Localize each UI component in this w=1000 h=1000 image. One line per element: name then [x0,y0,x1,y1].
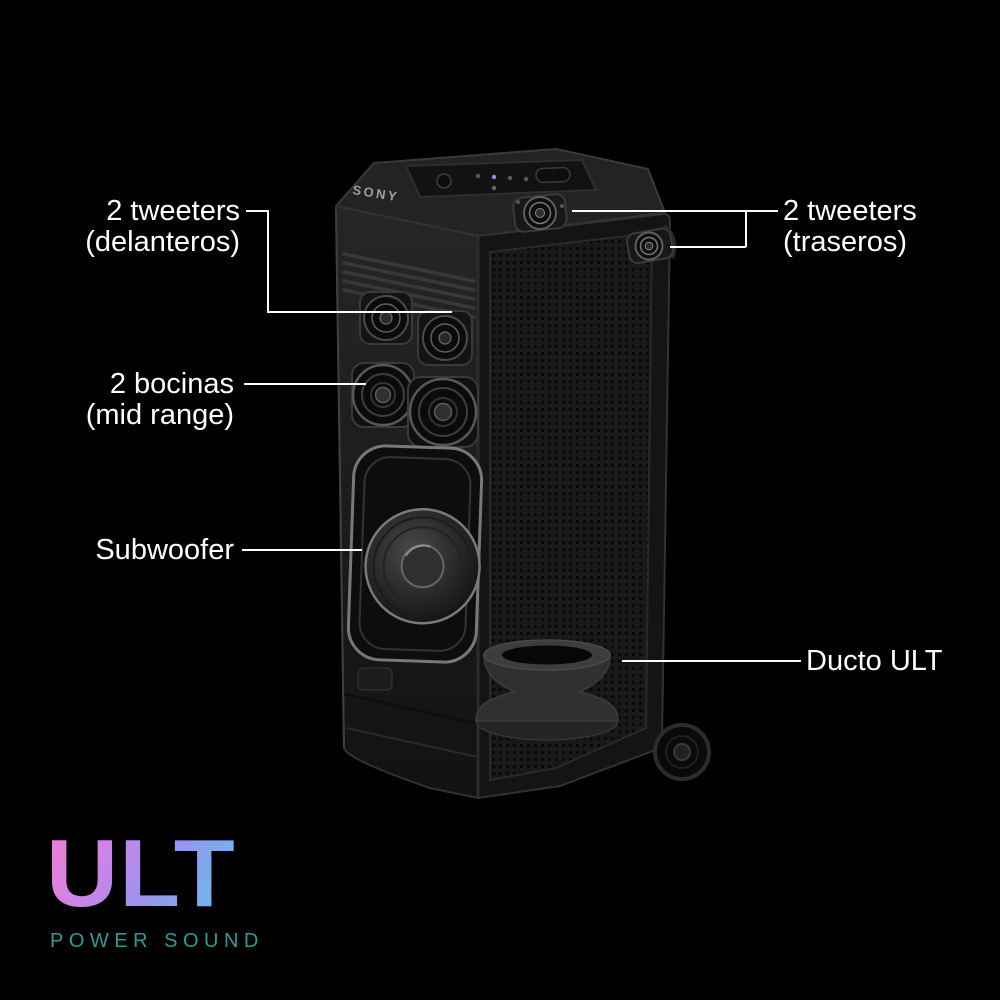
callout-front-tweeters-line1: 2 tweeters [106,195,240,227]
front-tweeters-line [246,210,452,313]
front-tweeter-1 [359,291,413,345]
front-base-button [357,667,393,691]
callout-subwoofer-label: Subwoofer [95,534,234,566]
top-control-buttons [436,166,571,191]
midrange-driver-2 [407,376,479,448]
callout-lines [242,210,801,662]
midrange-driver-1 [351,362,415,428]
ult-logo-subtitle: POWER SOUND [50,930,264,952]
ult-logo-title: ULT [46,826,273,922]
wheel [653,723,711,781]
speaker-top-cap: SONY [335,148,666,237]
rear-tweeter-1 [512,193,568,233]
callout-ult-duct-label: Ducto ULT [806,645,943,677]
callout-rear-tweeters-line1: 2 tweeters [783,195,917,227]
ult-duct [475,639,619,741]
callout-subwoofer: Subwoofer [28,535,234,566]
callout-mid-range: 2 bocinas (mid range) [28,369,234,431]
callout-front-tweeters-line2: (delanteros) [85,226,240,258]
sony-logo: SONY [352,182,401,204]
ult-power-sound-logo: ULT POWER SOUND [46,826,264,953]
callout-mid-range-line2: (mid range) [85,399,234,431]
callout-ult-duct: Ducto ULT [806,646,986,677]
front-tweeter-2 [417,310,473,366]
callout-rear-tweeters: 2 tweeters (traseros) [783,196,983,258]
subwoofer-driver [346,444,484,664]
callout-rear-tweeters-line2: (traseros) [783,226,908,258]
callout-mid-range-line1: 2 bocinas [109,368,234,400]
callout-front-tweeters: 2 tweeters (delanteros) [28,196,240,258]
rear-tweeter-2 [625,224,677,265]
